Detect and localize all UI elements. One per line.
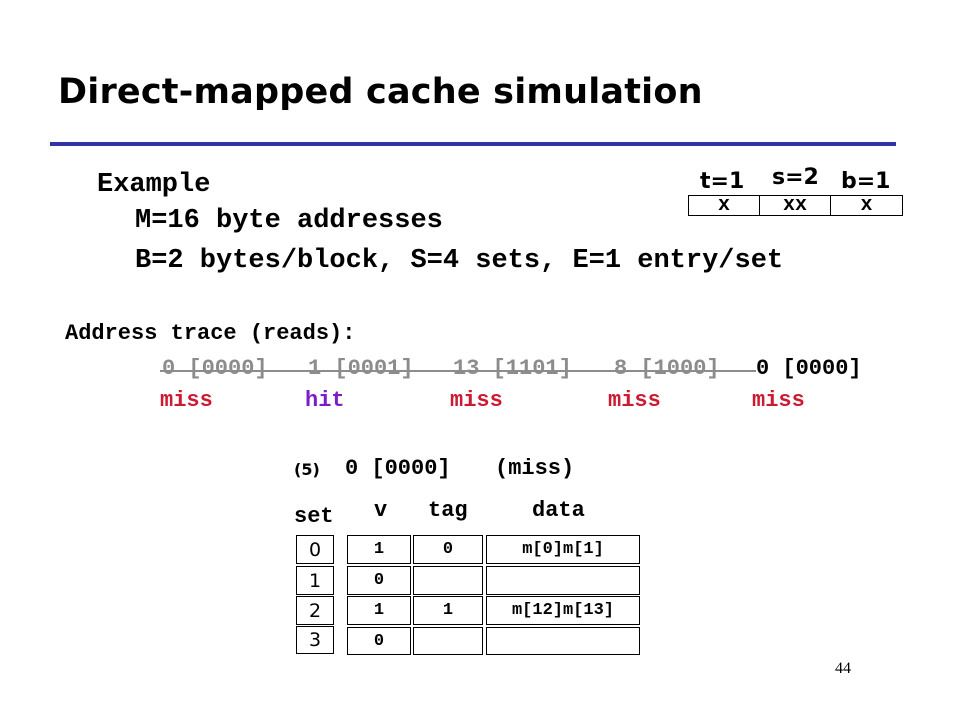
cache-row-3-tag (413, 627, 483, 655)
offset-field-text: x (860, 194, 873, 217)
cache-row-0-valid: 1 (347, 535, 411, 564)
valid-bit: 1 (373, 601, 385, 620)
cache-row-3-data (486, 627, 640, 655)
step-status: (miss) (495, 456, 575, 481)
step-number: (5) (294, 460, 320, 479)
set-column-header: set (294, 504, 334, 529)
trace-access-4: 8 [1000] (614, 356, 720, 381)
cache-row-3-valid: 0 (347, 627, 411, 655)
cache-row-2-valid: 1 (347, 596, 411, 625)
s-bits-label: s=2 (772, 165, 819, 190)
tag-value: 0 (442, 540, 454, 559)
b-bits-label: b=1 (841, 169, 891, 194)
tag-field-text: x (717, 194, 730, 217)
block-data: m[0]m[1] (522, 540, 604, 559)
trace-result-2: hit (305, 388, 345, 413)
set-index-label: 0 (308, 538, 322, 561)
set-index-label: 2 (308, 599, 322, 622)
title-divider (50, 142, 896, 146)
step-address: 0 [0000] (345, 456, 451, 481)
trace-heading: Address trace (reads): (65, 321, 356, 346)
tag-column-header: tag (428, 498, 468, 523)
cache-row-0-data: m[0]m[1] (486, 535, 640, 564)
trace-access-1: 0 [0000] (162, 356, 268, 381)
trace-access-5: 0 [0000] (756, 356, 862, 381)
data-column-header: data (532, 498, 585, 523)
cache-row-2-data: m[12]m[13] (486, 596, 640, 625)
tag-field-box: x (688, 194, 760, 217)
trace-result-3: miss (450, 388, 503, 413)
trace-strikethrough (160, 370, 756, 372)
cache-row-1-data (486, 566, 640, 595)
trace-access-3: 13 [1101] (453, 356, 572, 381)
example-heading: Example (97, 170, 211, 200)
trace-result-4: miss (608, 388, 661, 413)
v-column-header: v (374, 498, 388, 523)
set-index-0: 0 (296, 535, 334, 564)
example-line-params: B=2 bytes/block, S=4 sets, E=1 entry/set (135, 246, 784, 276)
set-index-2: 2 (296, 596, 334, 625)
trace-result-1: miss (160, 388, 213, 413)
set-index-label: 1 (308, 569, 322, 592)
t-bits-label: t=1 (700, 169, 745, 194)
block-data: m[12]m[13] (511, 601, 615, 620)
valid-bit: 1 (373, 540, 385, 559)
cache-row-1-valid: 0 (347, 566, 411, 595)
set-index-3: 3 (296, 626, 334, 654)
cache-row-2-tag: 1 (413, 596, 483, 625)
tag-value: 1 (442, 601, 454, 620)
page-number: 44 (835, 660, 851, 677)
offset-field-box: x (830, 194, 903, 217)
set-field-box: xx (759, 194, 831, 217)
slide-title: Direct-mapped cache simulation (58, 72, 703, 112)
cache-row-0-tag: 0 (413, 535, 483, 564)
set-field-text: xx (782, 194, 807, 217)
trace-result-5: miss (752, 388, 805, 413)
valid-bit: 0 (373, 631, 385, 651)
valid-bit: 0 (373, 571, 385, 590)
set-index-label: 3 (308, 629, 322, 651)
example-line-addresses: M=16 byte addresses (135, 206, 443, 236)
trace-access-2: 1 [0001] (308, 356, 414, 381)
set-index-1: 1 (296, 566, 334, 595)
cache-row-1-tag (413, 566, 483, 595)
